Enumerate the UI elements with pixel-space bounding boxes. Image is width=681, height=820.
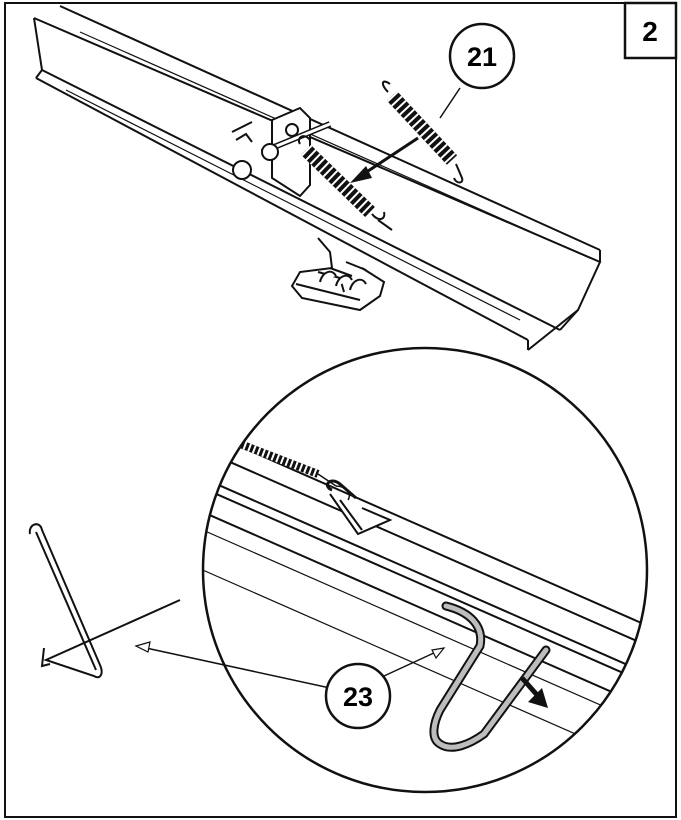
callout-23-label: 23	[343, 682, 373, 712]
hook-tool	[28, 523, 181, 679]
callout-23-leaders	[134, 641, 446, 689]
install-arrow	[350, 136, 419, 183]
figure-frame	[4, 2, 677, 818]
channel-beam	[33, 5, 602, 351]
mounting-bracket	[231, 106, 332, 198]
step-number-box: 2	[623, 1, 678, 60]
hook-in-slot	[429, 601, 551, 752]
hex-bolt-icon	[232, 160, 252, 180]
callout-21: 21	[439, 22, 516, 119]
installed-spring	[298, 135, 393, 231]
callout-21-label: 21	[467, 42, 497, 72]
detail-view	[201, 346, 649, 794]
callout-23: 23	[324, 662, 392, 730]
foot-plate	[290, 237, 386, 312]
loose-spring	[382, 80, 464, 184]
pull-direction-arrow	[520, 676, 548, 708]
step-number: 2	[642, 16, 658, 47]
